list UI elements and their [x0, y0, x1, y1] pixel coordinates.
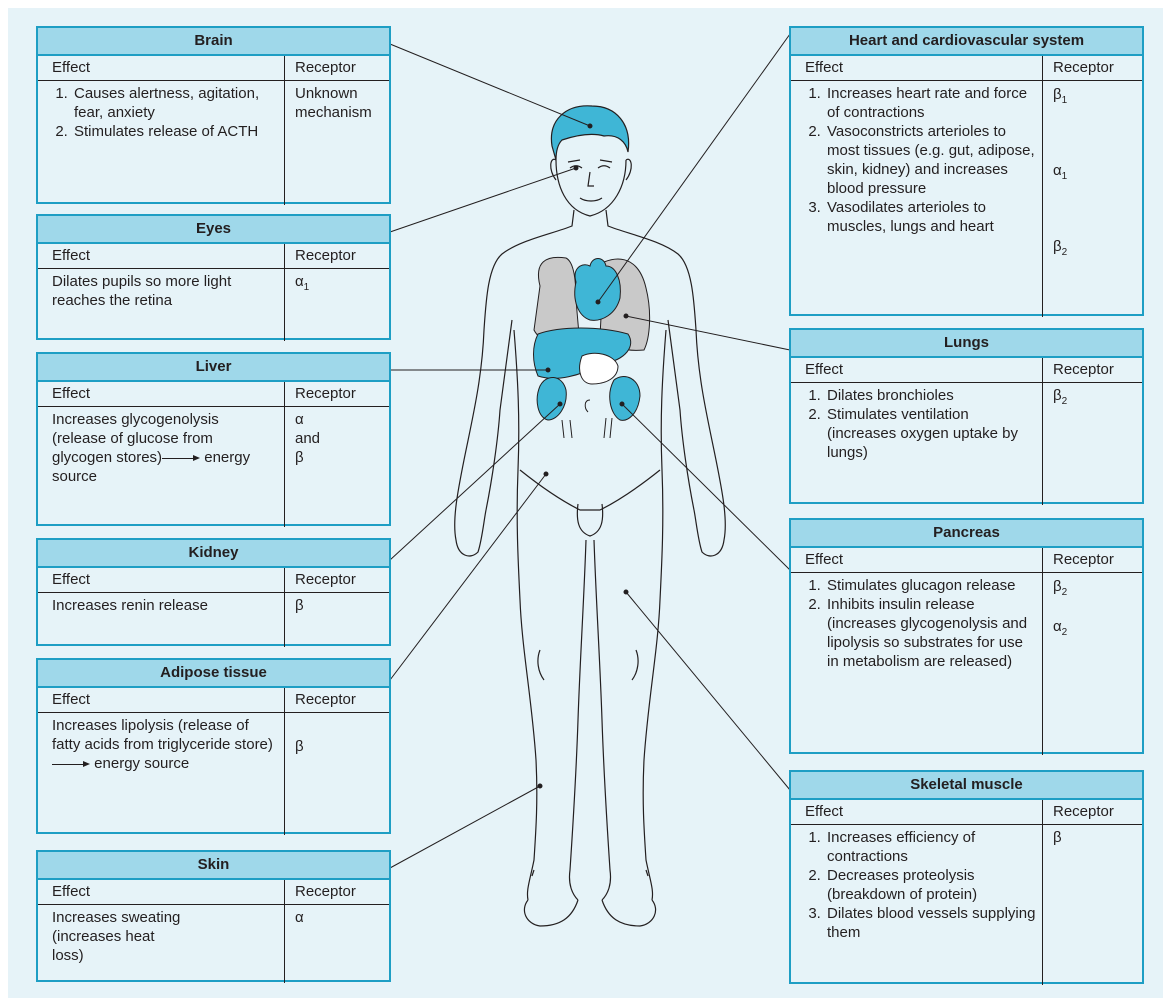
effect-column-header: Effect [38, 382, 284, 406]
receptor-column-header: Receptor [284, 568, 389, 592]
effect-item: Causes alertness, agitation, fear, anxie… [72, 84, 284, 122]
receptor-column-header: Receptor [284, 56, 389, 80]
receptor-column-header: Receptor [284, 880, 389, 904]
ureters [562, 418, 612, 438]
arrow-icon [52, 760, 90, 768]
adipose-title: Adipose tissue [38, 660, 389, 688]
receptor-value: Unknown mechanism [284, 81, 389, 205]
kidney-title: Kidney [38, 540, 389, 568]
effect-text: Dilates pupils so more light reaches the… [38, 269, 284, 341]
connector-lines [390, 34, 790, 868]
lungs-title: Lungs [791, 330, 1142, 358]
receptor-value: α2 [1053, 617, 1067, 642]
pancreas-effects-list: Stimulates glucagon release Inhibits ins… [805, 576, 1038, 671]
effect-column-header: Effect [791, 56, 1042, 80]
receptor-value: α and β [284, 407, 389, 527]
pancreas-box: Pancreas Effect Receptor Stimulates gluc… [789, 518, 1144, 754]
eyes-box: Eyes Effect Receptor Dilates pupils so m… [36, 214, 391, 340]
effect-item: Increases heart rate and force of contra… [825, 84, 1038, 122]
kidney-left-organ [537, 377, 566, 420]
receptor-value: β [284, 713, 389, 835]
effect-item: Stimulates release of ACTH [72, 122, 284, 141]
receptor-value: α1 [1053, 161, 1067, 186]
kidney-box: Kidney Effect Receptor Increases renin r… [36, 538, 391, 646]
organs [534, 257, 650, 438]
effect-item: Decreases proteolysis (breakdown of prot… [825, 866, 1038, 904]
head [551, 106, 632, 216]
heart-box: Heart and cardiovascular system Effect R… [789, 26, 1144, 316]
liver-box: Liver Effect Receptor Increases glycogen… [36, 352, 391, 526]
adipose-box: Adipose tissue Effect Receptor Increases… [36, 658, 391, 834]
skeletal-muscle-title: Skeletal muscle [791, 772, 1142, 800]
effect-text: Increases glycogenolysis (release of glu… [38, 407, 284, 527]
effect-item: Dilates blood vessels supplying them [825, 904, 1038, 942]
effect-column-header: Effect [791, 358, 1042, 382]
effect-item: Increases efficiency of contractions [825, 828, 1038, 866]
receptor-value: β [1042, 825, 1142, 985]
receptor-value: β1 [1053, 85, 1067, 110]
liver-title: Liver [38, 354, 389, 382]
eyes-title: Eyes [38, 216, 389, 244]
pancreas-title: Pancreas [791, 520, 1142, 548]
receptor-values: β1 α1 β2 [1042, 81, 1142, 317]
receptor-column-header: Receptor [284, 244, 389, 268]
arrow-icon [162, 454, 200, 462]
receptor-value: β2 [1053, 577, 1067, 602]
stomach-organ [580, 353, 618, 384]
effect-column-header: Effect [791, 548, 1042, 572]
lungs-effects-list: Dilates bronchioles Stimulates ventilati… [805, 386, 1038, 462]
skin-box: Skin Effect Receptor Increases sweating … [36, 850, 391, 982]
effect-text: Increases sweating (increases heat loss) [38, 905, 284, 983]
receptor-value: β2 [1053, 237, 1067, 262]
effect-column-header: Effect [791, 800, 1042, 824]
receptor-column-header: Receptor [284, 382, 389, 406]
effect-item: Inhibits insulin release (increases glyc… [825, 595, 1038, 671]
effect-column-header: Effect [38, 568, 284, 592]
effect-item: Stimulates ventilation (increases oxygen… [825, 405, 1038, 462]
receptor-value: α [284, 905, 389, 983]
receptor-column-header: Receptor [1042, 548, 1142, 572]
receptor-value: α1 [284, 269, 389, 341]
receptor-value: β [284, 593, 389, 647]
receptor-column-header: Receptor [284, 688, 389, 712]
skeletal-effects-list: Increases efficiency of contractions Dec… [805, 828, 1038, 942]
receptor-value: β2 [1042, 383, 1142, 505]
receptor-column-header: Receptor [1042, 800, 1142, 824]
lungs-box: Lungs Effect Receptor Dilates bronchiole… [789, 328, 1144, 504]
heart-effects-list: Increases heart rate and force of contra… [805, 84, 1038, 236]
effect-column-header: Effect [38, 688, 284, 712]
kidney-right-organ [610, 377, 640, 421]
hair [551, 106, 628, 160]
receptor-values: β2 α2 [1042, 573, 1142, 755]
effect-text: Increases renin release [38, 593, 284, 647]
effect-item: Vasoconstricts arterioles to most tissue… [825, 122, 1038, 198]
skin-title: Skin [38, 852, 389, 880]
effect-item: Dilates bronchioles [825, 386, 1038, 405]
effect-item: Stimulates glucagon release [825, 576, 1038, 595]
receptor-column-header: Receptor [1042, 358, 1142, 382]
effect-item: Vasodilates arterioles to muscles, lungs… [825, 198, 1038, 236]
effect-text: Increases lipolysis (release of fatty ac… [38, 713, 284, 835]
brain-effects-list: Causes alertness, agitation, fear, anxie… [52, 84, 284, 141]
effect-column-header: Effect [38, 56, 284, 80]
receptor-column-header: Receptor [1042, 56, 1142, 80]
brain-box: Brain Effect Receptor Causes alertness, … [36, 26, 391, 204]
effect-column-header: Effect [38, 244, 284, 268]
brain-title: Brain [38, 28, 389, 56]
skeletal-muscle-box: Skeletal muscle Effect Receptor Increase… [789, 770, 1144, 984]
effect-column-header: Effect [38, 880, 284, 904]
heart-title: Heart and cardiovascular system [791, 28, 1142, 56]
